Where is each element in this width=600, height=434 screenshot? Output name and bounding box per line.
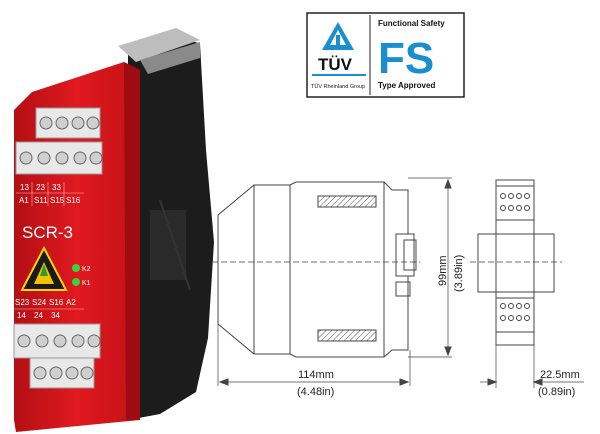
warning-triangle-icon — [20, 245, 68, 291]
terminal-label: S23 — [15, 298, 30, 307]
terminal-label: 23 — [36, 183, 45, 192]
terminal-label: 33 — [52, 183, 61, 192]
led-k2-label: K2 — [82, 266, 91, 273]
terminal-label: 34 — [51, 311, 60, 320]
led-k1-label: K1 — [82, 280, 91, 287]
terminal-label: S11 — [34, 196, 48, 205]
device-housing-top — [118, 28, 200, 62]
model-label: SCR-3 — [22, 223, 73, 242]
terminal-label: S15 — [50, 196, 65, 205]
relay-device: 13 23 33 A1 S11 S15 S16 SCR-3 K2 K1 S23 … — [13, 28, 214, 432]
device-side-slot — [150, 210, 186, 280]
fs-title: Functional Safety — [378, 19, 445, 28]
tuv-group: TÜV Rheinland Group — [311, 83, 365, 90]
fs-mark: FS — [378, 34, 434, 83]
terminal-label: 14 — [17, 311, 26, 320]
width-mm-label: 114mm — [298, 369, 334, 381]
depth-mm-label: 22.5mm — [540, 369, 580, 381]
front-view-drawing — [470, 179, 584, 388]
terminal-label: A2 — [66, 298, 76, 307]
width-in-label: (4.48in) — [297, 386, 334, 398]
led-k1 — [72, 278, 80, 286]
device-housing-ridge — [140, 42, 200, 74]
front-terminal-dots — [500, 193, 530, 321]
height-in-label: (3.89in) — [453, 255, 465, 292]
top-terminal-block — [15, 107, 103, 175]
fs-sub: Type Approved — [378, 81, 435, 90]
certification-logo: TÜV TÜV Rheinland Group Functional Safet… — [306, 12, 465, 98]
device-front-side — [124, 62, 140, 420]
bottom-terminal-block — [13, 323, 101, 389]
tuv-mark: TÜV — [318, 55, 353, 74]
terminal-label: 24 — [34, 311, 43, 320]
terminal-label: 13 — [20, 183, 29, 192]
logo-frame — [306, 12, 465, 98]
terminal-label: S16 — [49, 298, 64, 307]
terminal-label: S16 — [66, 196, 81, 205]
height-mm-label: 99mm — [437, 255, 449, 286]
side-view-drawing — [212, 177, 452, 386]
terminal-label: S24 — [32, 298, 47, 307]
terminal-label: A1 — [19, 196, 29, 205]
led-k2 — [72, 264, 80, 272]
depth-in-label: (0.89in) — [538, 386, 575, 398]
